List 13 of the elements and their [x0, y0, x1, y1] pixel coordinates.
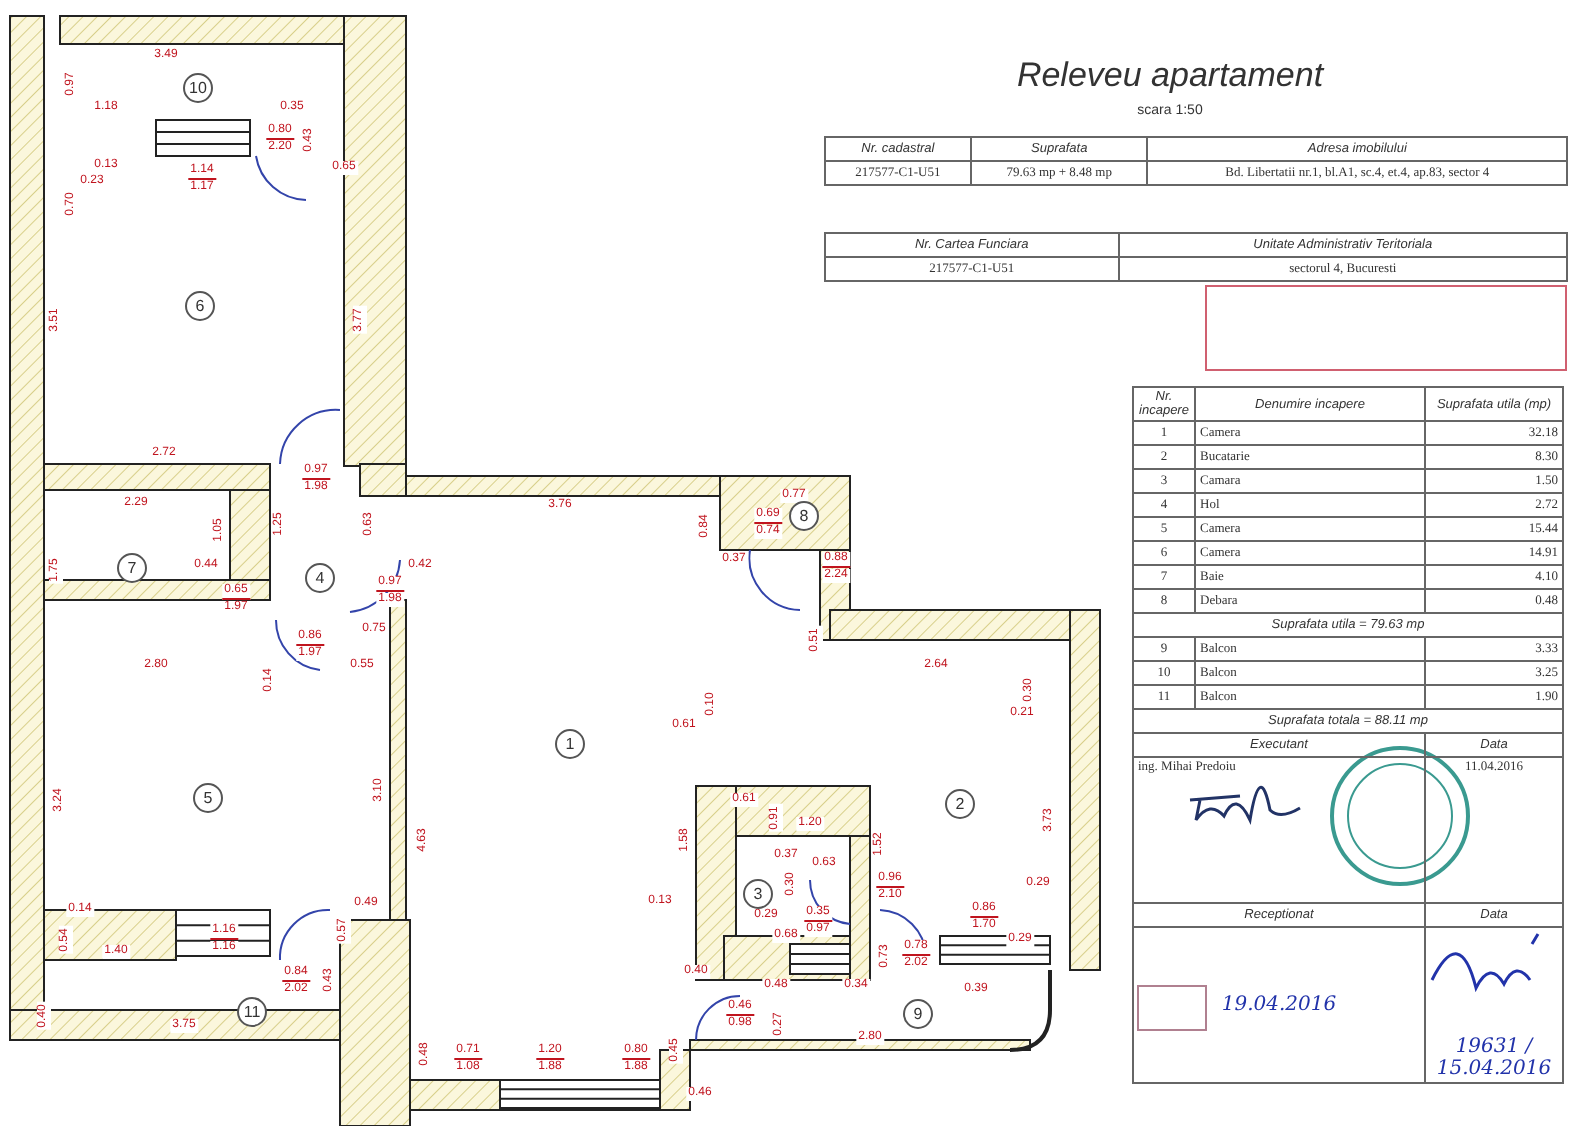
handwritten-date: 19.04.2016 — [1221, 994, 1337, 1016]
room-number: 2 — [945, 789, 975, 819]
room-number: 5 — [193, 783, 223, 813]
room-number: 3 — [743, 879, 773, 909]
room-number: 10 — [183, 73, 213, 103]
room-number: 7 — [117, 553, 147, 583]
room-number: 6 — [185, 291, 215, 321]
handwritten-date: 19631 / 15.04.2016 — [1434, 1036, 1554, 1080]
room-number: 9 — [903, 999, 933, 1029]
room-number: 4 — [305, 563, 335, 593]
room-number: 1 — [555, 729, 585, 759]
room-number: 11 — [237, 997, 267, 1027]
title: Releveu apartament — [1014, 56, 1327, 96]
